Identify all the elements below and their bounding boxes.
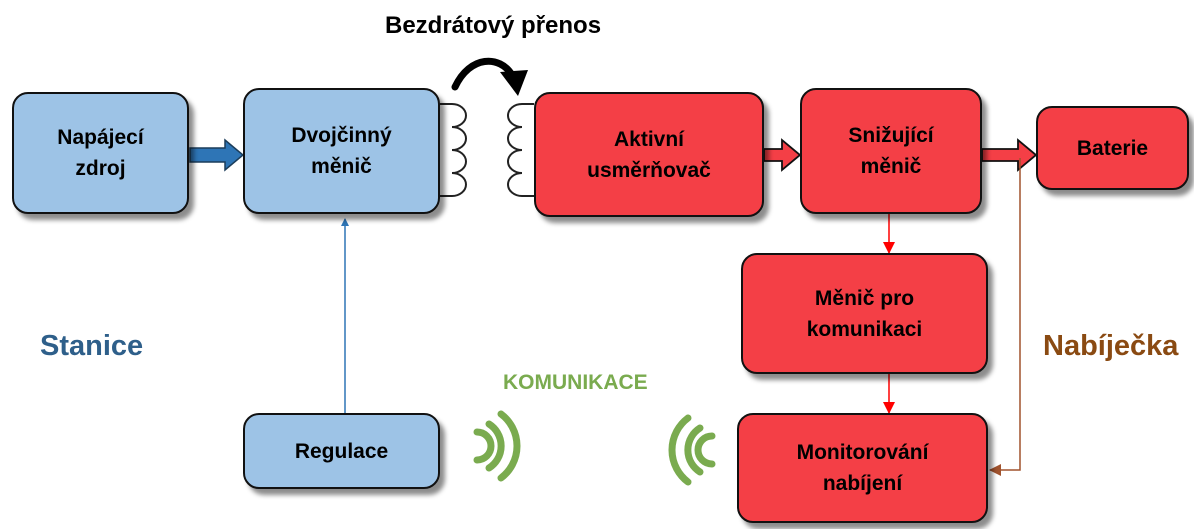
monitor-feedback-arrow <box>989 158 1021 476</box>
regulation-block: Regulace <box>243 413 440 489</box>
curved-arrow-icon <box>451 57 528 96</box>
push-pull-converter-block: Dvojčinný měnič <box>243 88 440 214</box>
diagram-title: Bezdrátový přenos <box>385 12 602 39</box>
station-label: Stanice <box>40 330 144 362</box>
power-supply-block: Napájecí zdroj <box>12 92 189 214</box>
coil-icon <box>440 103 534 197</box>
wireless-signal-icon <box>668 414 716 486</box>
buck-converter-block: Snižující měnič <box>800 88 982 214</box>
communication-converter-block: Měnič pro komunikaci <box>741 253 988 374</box>
power-arrow-red-2 <box>981 138 1038 172</box>
charger-label: Nabíječka <box>1043 330 1179 362</box>
charge-monitoring-block: Monitorování nabíjení <box>737 413 988 523</box>
power-arrow-blue <box>189 138 245 172</box>
wireless-signal-icon <box>473 410 521 482</box>
communication-label: KOMUNIKACE <box>503 371 648 394</box>
power-arrow-red-1 <box>763 138 802 172</box>
active-rectifier-block: Aktivní usměrňovač <box>534 92 764 217</box>
battery-block: Baterie <box>1036 106 1189 190</box>
